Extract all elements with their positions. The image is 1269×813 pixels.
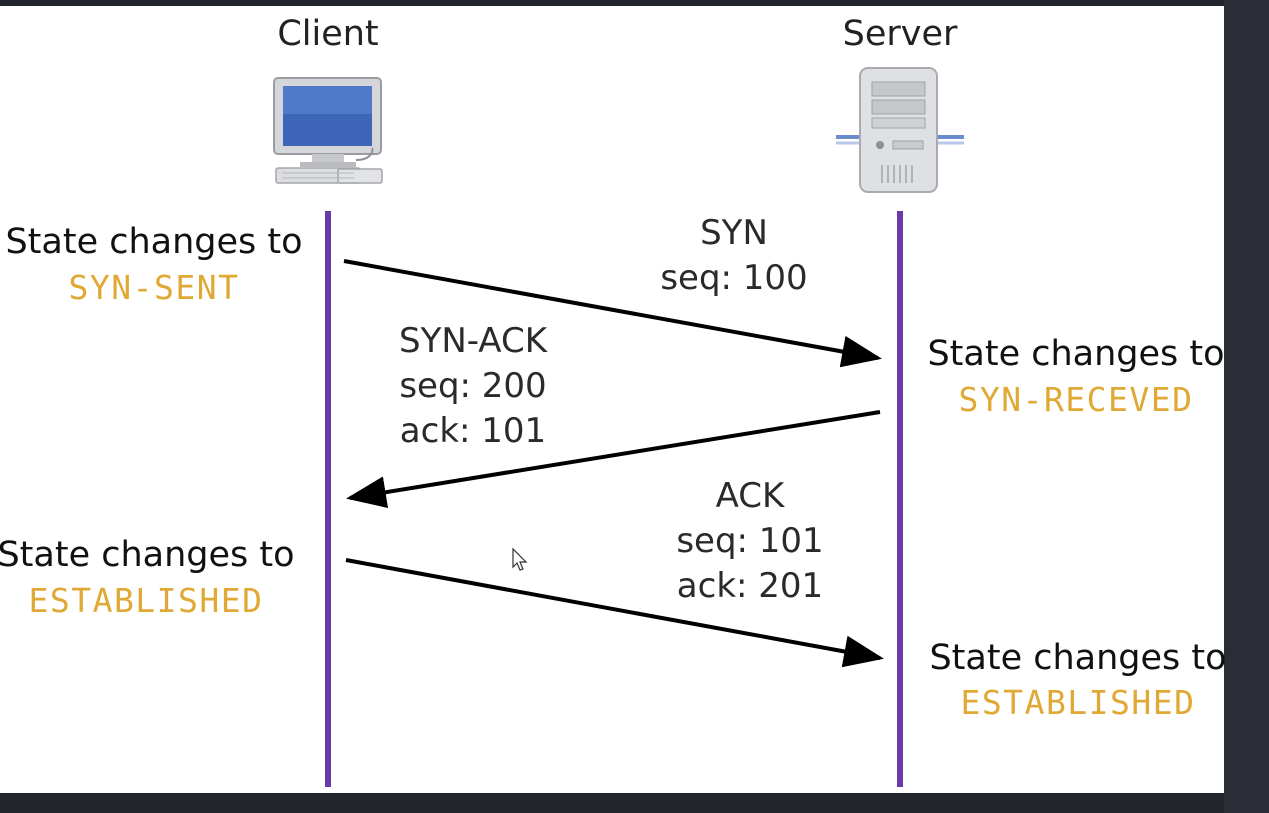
server-tower-icon <box>836 67 964 193</box>
server-state-1-prefix: State changes to <box>927 334 1224 374</box>
client-state-1: State changes to SYN-SENT <box>5 222 302 307</box>
client-state-2: State changes to ESTABLISHED <box>0 535 295 620</box>
server-state-1: State changes to SYN-RECEVED <box>927 334 1224 419</box>
server-title: Server <box>843 14 958 54</box>
server-state-2-code: ESTABLISHED <box>960 683 1195 722</box>
syn-ack-ack: ack: 101 <box>400 411 546 451</box>
server-state-1-code: SYN-RECEVED <box>958 380 1193 419</box>
syn-ack-label: SYN-ACK seq: 200 ack: 101 <box>399 321 549 451</box>
mouse-pointer-icon <box>512 547 528 571</box>
syn-arrow <box>343 259 882 368</box>
client-title: Client <box>277 14 378 54</box>
syn-ack-seq: seq: 200 <box>399 366 546 406</box>
syn-ack-arrow <box>346 410 881 509</box>
ack-ack: ack: 201 <box>677 566 823 606</box>
syn-name: SYN <box>700 213 768 253</box>
server-state-2: State changes to ESTABLISHED <box>929 638 1226 722</box>
ack-seq: seq: 101 <box>676 521 823 561</box>
side-panel-edge <box>1224 0 1269 813</box>
ack-name: ACK <box>716 476 786 516</box>
syn-seq: seq: 100 <box>660 258 807 298</box>
server-state-2-prefix: State changes to <box>929 638 1226 678</box>
client-state-2-prefix: State changes to <box>0 535 295 575</box>
slide <box>0 6 1224 793</box>
ack-label: ACK seq: 101 ack: 201 <box>676 476 823 606</box>
syn-ack-name: SYN-ACK <box>399 321 549 361</box>
desktop-computer-icon <box>273 77 383 184</box>
syn-label: SYN seq: 100 <box>660 213 807 298</box>
ack-arrow <box>345 558 884 668</box>
client-state-1-prefix: State changes to <box>5 222 302 262</box>
client-state-2-code: ESTABLISHED <box>28 581 263 620</box>
client-state-1-code: SYN-SENT <box>69 268 240 307</box>
